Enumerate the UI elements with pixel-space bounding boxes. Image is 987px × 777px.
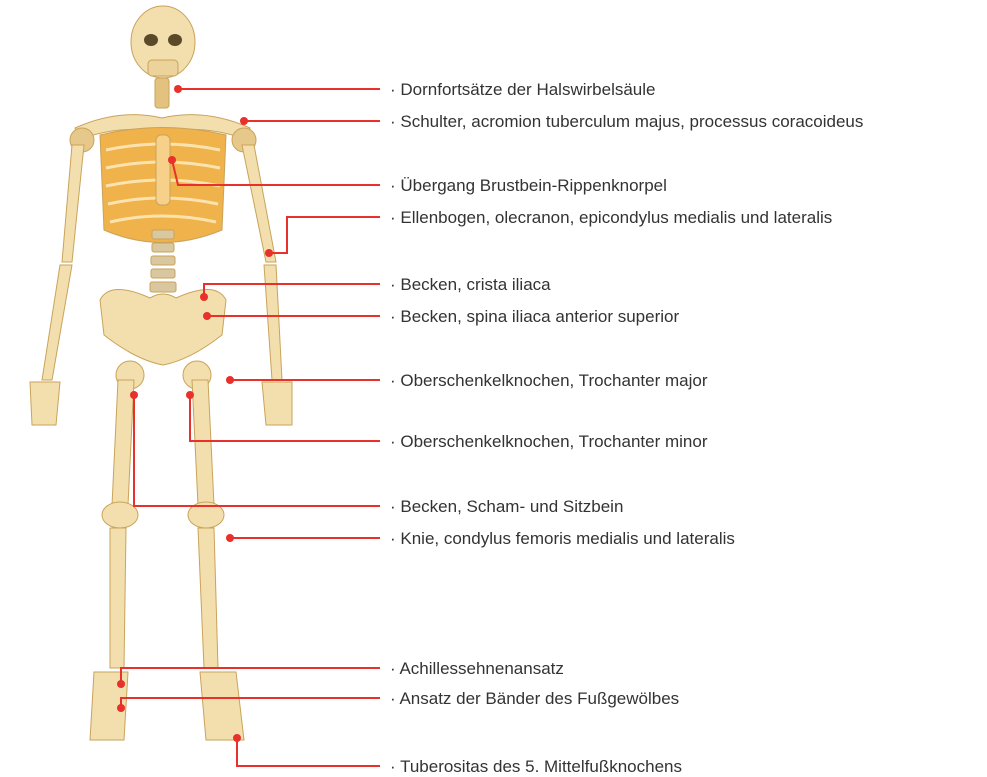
marker-dot bbox=[226, 376, 234, 384]
leader-line-fussgewoelbe bbox=[121, 698, 380, 708]
label-schulter: · Schulter, acromion tuberculum majus, p… bbox=[390, 112, 863, 132]
label-brustbein: · Übergang Brustbein-Rippenknorpel bbox=[390, 176, 667, 196]
label-trochanter-major: · Oberschenkelknochen, Trochanter major bbox=[390, 371, 708, 391]
leader-line-scham bbox=[134, 395, 380, 506]
marker-dot bbox=[203, 312, 211, 320]
marker-dot bbox=[265, 249, 273, 257]
label-halswirbelsaeule: · Dornfortsätze der Halswirbelsäule bbox=[390, 80, 656, 100]
marker-dot bbox=[168, 156, 176, 164]
pelvis bbox=[100, 289, 226, 365]
marker-dot bbox=[174, 85, 182, 93]
marker-dot bbox=[130, 391, 138, 399]
label-achillessehne: · Achillessehnenansatz bbox=[390, 659, 564, 679]
cervical-spine bbox=[155, 78, 169, 108]
leader-line-tuberositas bbox=[237, 738, 380, 766]
leader-line-ellenbogen bbox=[269, 217, 380, 253]
label-spina-iliaca: · Becken, spina iliaca anterior superior bbox=[390, 307, 679, 327]
leader-line-crista bbox=[204, 284, 380, 297]
legs bbox=[90, 361, 244, 740]
sternum bbox=[156, 135, 170, 205]
marker-dot bbox=[240, 117, 248, 125]
leader-line-achilles bbox=[121, 668, 380, 684]
marker-dot bbox=[233, 734, 241, 742]
label-scham-sitzbein: · Becken, Scham- und Sitzbein bbox=[390, 497, 623, 517]
label-crista-iliaca: · Becken, crista iliaca bbox=[390, 275, 551, 295]
label-tuberositas: · Tuberositas des 5. Mittelfußknochens bbox=[390, 757, 682, 777]
lumbar-spine bbox=[150, 230, 176, 292]
marker-dot bbox=[117, 680, 125, 688]
marker-dot bbox=[200, 293, 208, 301]
skeleton-figure bbox=[30, 6, 292, 740]
label-trochanter-minor: · Oberschenkelknochen, Trochanter minor bbox=[390, 432, 708, 452]
label-knie: · Knie, condylus femoris medialis und la… bbox=[390, 529, 735, 549]
marker-dot bbox=[226, 534, 234, 542]
label-ellenbogen: · Ellenbogen, olecranon, epicondylus med… bbox=[390, 208, 832, 228]
marker-dot bbox=[117, 704, 125, 712]
label-fussgewoelbe: · Ansatz der Bänder des Fußgewölbes bbox=[390, 689, 679, 709]
marker-dot bbox=[186, 391, 194, 399]
